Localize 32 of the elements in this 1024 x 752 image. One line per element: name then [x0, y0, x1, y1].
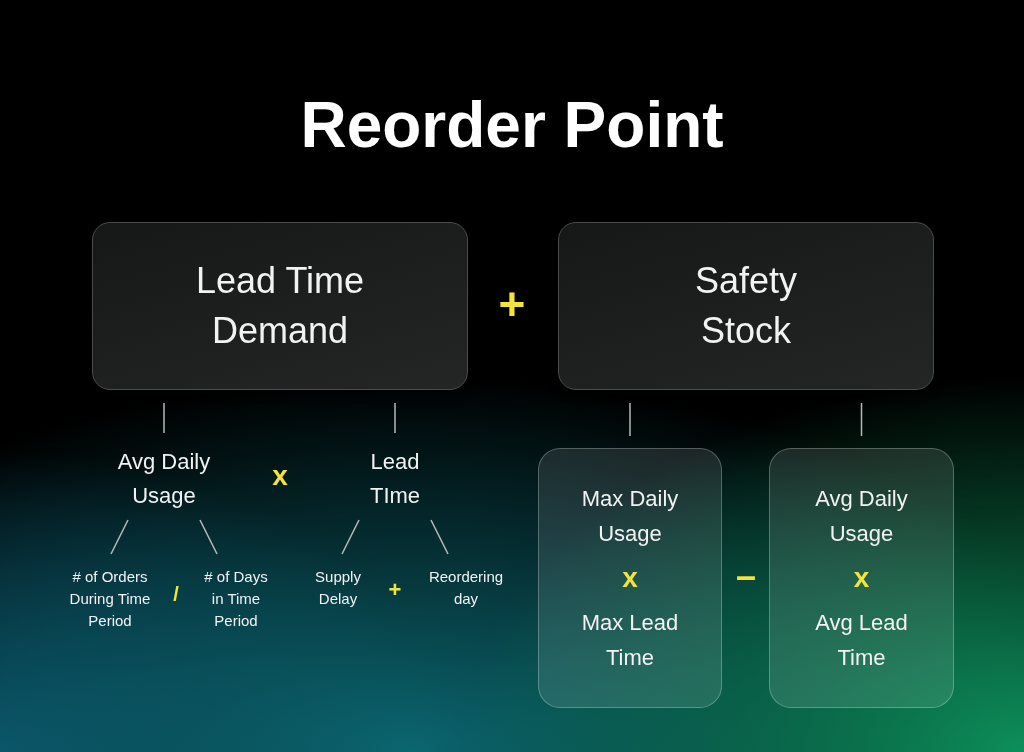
term-label: Max Daily Usage [580, 485, 680, 548]
connector-line [394, 402, 396, 434]
term-label: Supply Delay [310, 566, 366, 610]
connector-line [199, 519, 218, 555]
term-label: # of Orders During Time Period [65, 566, 155, 632]
connector-line [629, 402, 631, 437]
box-heading: Lead Time Demand [194, 259, 366, 353]
term-label: Avg Lead Time [814, 609, 909, 672]
formula-box [92, 222, 468, 390]
connector-line [110, 519, 129, 555]
connector-line [341, 519, 360, 555]
connector-line [163, 402, 165, 434]
operator-symbol: + [498, 281, 526, 327]
operator-symbol: x [853, 561, 870, 595]
term-label: Avg Daily Usage [814, 485, 909, 548]
term-label: Avg Daily Usage [108, 445, 220, 513]
title: Reorder Point [300, 92, 724, 158]
term-label: Max Lead Time [580, 609, 680, 672]
operator-symbol: + [388, 579, 402, 601]
operator-symbol: – [736, 558, 756, 594]
formula-card [769, 448, 954, 708]
connector-line [860, 402, 863, 437]
term-label: # of Days in Time Period [200, 566, 272, 632]
operator-symbol: / [173, 584, 179, 604]
term-label: Lead TIme [359, 445, 431, 513]
box-heading: Safety Stock [693, 259, 799, 353]
operator-symbol: x [272, 462, 288, 490]
operator-symbol: x [622, 561, 638, 595]
connector-line [430, 519, 449, 555]
term-label: Reordering day [425, 566, 507, 610]
formula-box [558, 222, 934, 390]
formula-card [538, 448, 722, 708]
